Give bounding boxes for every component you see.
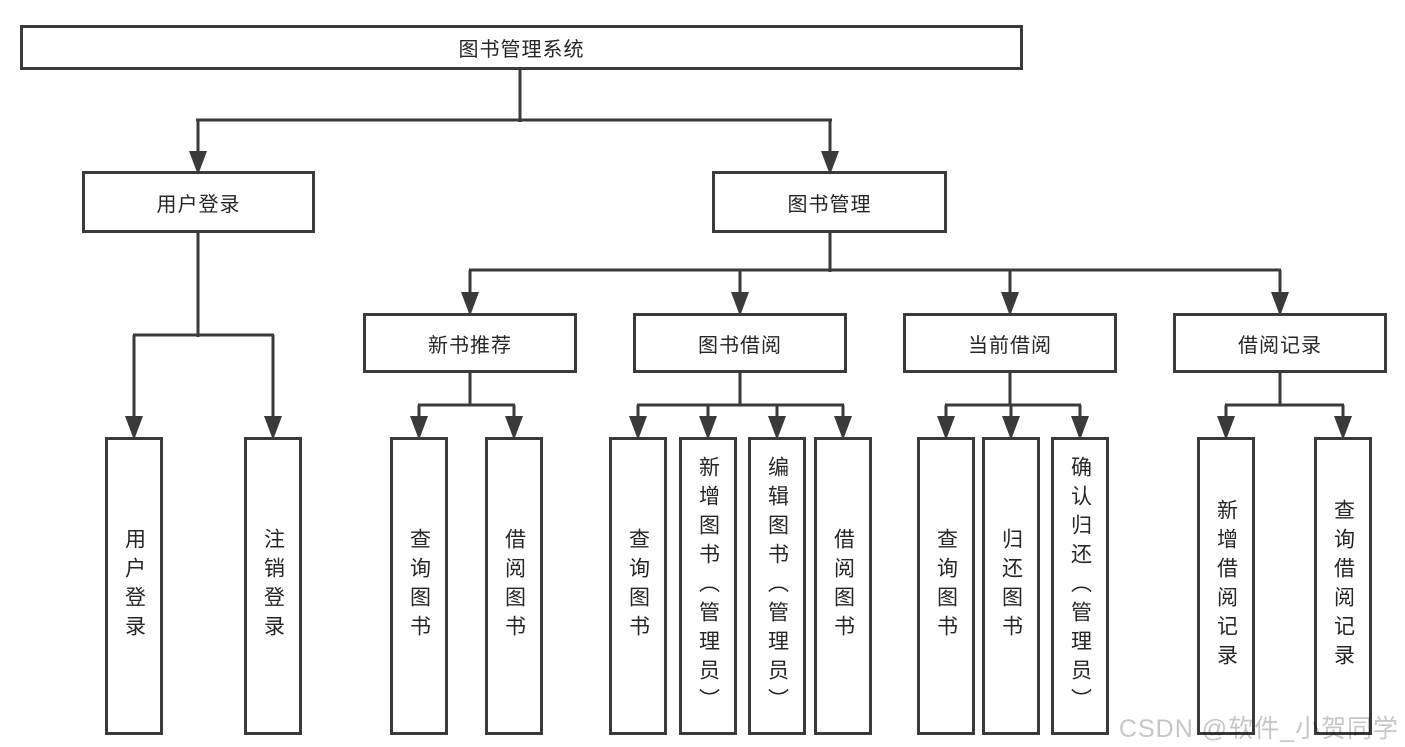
- node-logout-label: 注销登录: [261, 528, 285, 644]
- node-library-system: 图书管理系统: [20, 25, 1023, 70]
- node-current-borrowing-label: 当前借阅: [968, 334, 1052, 357]
- node-borrow-books-borrowing-label: 借阅图书: [831, 528, 855, 644]
- node-logout: 注销登录: [244, 437, 302, 735]
- node-user-login-label: 用户登录: [156, 193, 241, 216]
- node-book-borrowing: 图书借阅: [633, 313, 847, 373]
- node-confirm-return-admin-label: 确认归还（管理员）: [1068, 455, 1092, 717]
- node-return-books: 归还图书: [982, 437, 1040, 735]
- node-query-books-recommend-label: 查询图书: [407, 528, 431, 644]
- node-current-borrowing: 当前借阅: [903, 313, 1117, 373]
- node-add-borrow-record: 新增借阅记录: [1197, 437, 1255, 735]
- node-query-books-current: 查询图书: [917, 437, 975, 735]
- node-new-book-recommendation-label: 新书推荐: [428, 334, 512, 357]
- node-edit-books-admin: 编辑图书（管理员）: [748, 437, 806, 735]
- node-borrow-books-borrowing: 借阅图书: [814, 437, 872, 735]
- node-query-books-recommend: 查询图书: [390, 437, 448, 735]
- node-user-login-leaf-label: 用户登录: [122, 528, 146, 644]
- node-add-books-admin: 新增图书（管理员）: [679, 437, 737, 735]
- node-book-borrowing-label: 图书借阅: [698, 334, 782, 357]
- node-query-borrow-record-label: 查询借阅记录: [1331, 499, 1355, 673]
- node-return-books-label: 归还图书: [999, 528, 1023, 644]
- node-add-books-admin-label: 新增图书（管理员）: [696, 455, 720, 717]
- node-query-borrow-record: 查询借阅记录: [1314, 437, 1372, 735]
- csdn-watermark: CSDN @软件_小贺同学: [1118, 715, 1399, 743]
- node-new-book-recommendation: 新书推荐: [363, 313, 577, 373]
- node-book-management-label: 图书管理: [787, 193, 872, 216]
- node-borrow-books-recommend-label: 借阅图书: [502, 528, 526, 644]
- node-confirm-return-admin: 确认归还（管理员）: [1051, 437, 1109, 735]
- node-borrowing-records-label: 借阅记录: [1238, 334, 1322, 357]
- node-borrowing-records: 借阅记录: [1173, 313, 1387, 373]
- node-borrow-books-recommend: 借阅图书: [485, 437, 543, 735]
- node-book-management: 图书管理: [712, 171, 947, 233]
- node-user-login: 用户登录: [82, 171, 315, 233]
- node-user-login-leaf: 用户登录: [105, 437, 163, 735]
- node-edit-books-admin-label: 编辑图书（管理员）: [765, 455, 789, 717]
- node-library-system-label: 图书管理系统: [458, 39, 585, 61]
- node-query-books-borrowing-label: 查询图书: [626, 528, 650, 644]
- node-query-books-current-label: 查询图书: [934, 528, 958, 644]
- node-query-books-borrowing: 查询图书: [609, 437, 667, 735]
- node-add-borrow-record-label: 新增借阅记录: [1214, 499, 1238, 673]
